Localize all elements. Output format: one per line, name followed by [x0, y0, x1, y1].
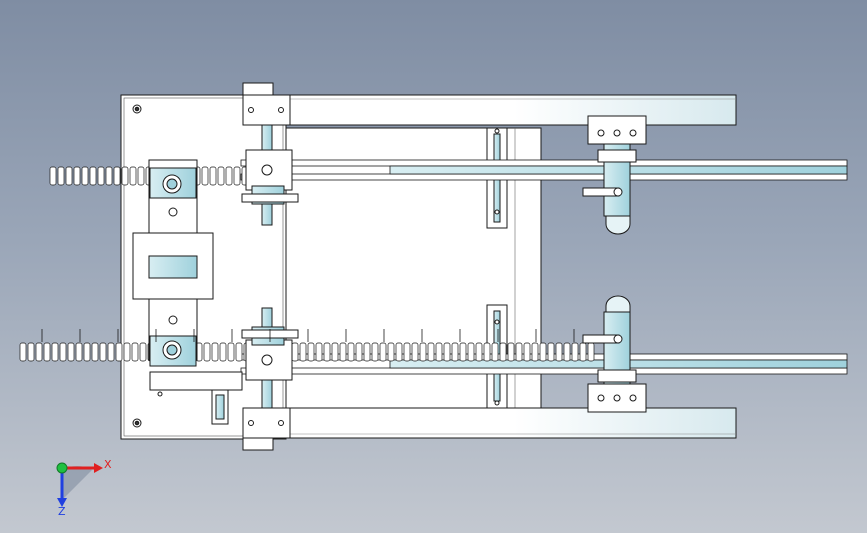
chain-link: [475, 342, 483, 362]
chain-link: [107, 342, 115, 362]
chain-link: [115, 342, 123, 362]
y-axis-origin-icon: [56, 462, 68, 474]
clamp-block-bottom[interactable]: [582, 295, 647, 413]
chain-link: [587, 342, 595, 362]
scale-ticks: [41, 329, 575, 342]
chain-link: [201, 166, 209, 186]
chain-link: [507, 342, 515, 362]
chain-link: [315, 342, 323, 362]
chain-link: [121, 166, 129, 186]
chain-link: [363, 342, 371, 362]
rail-end-block-bottom[interactable]: [242, 407, 291, 451]
chain-link: [83, 342, 91, 362]
chain-link: [323, 342, 331, 362]
chain-link: [227, 342, 235, 362]
chain-link: [73, 166, 81, 186]
motor-slide-assembly[interactable]: [132, 159, 214, 367]
chain-link: [99, 342, 107, 362]
chain-link: [35, 342, 43, 362]
chain-link: [443, 342, 451, 362]
chain-link: [371, 342, 379, 362]
chain-link: [209, 166, 217, 186]
chain-link: [395, 342, 403, 362]
chain-link: [491, 342, 499, 362]
chain-link: [347, 342, 355, 362]
chain-link: [89, 166, 97, 186]
chain-link: [137, 166, 145, 186]
chain-link: [523, 342, 531, 362]
chain-link: [217, 166, 225, 186]
chain-link: [59, 342, 67, 362]
chain-link: [483, 342, 491, 362]
chain-link: [27, 342, 35, 362]
chain-link: [387, 342, 395, 362]
chain-link: [499, 342, 507, 362]
chain-link: [571, 342, 579, 362]
shaft-left-top[interactable]: [241, 124, 299, 226]
chain-link: [235, 342, 243, 362]
chain-link: [131, 342, 139, 362]
chain-link: [219, 342, 227, 362]
chain-link: [459, 342, 467, 362]
chain-link: [379, 342, 387, 362]
triad-shadow: [62, 465, 92, 500]
chain-link: [299, 342, 307, 362]
chain-link: [331, 342, 339, 362]
axis-triad: X Z: [56, 458, 112, 518]
chain-link: [91, 342, 99, 362]
chain-link: [563, 342, 571, 362]
chain-link: [105, 166, 113, 186]
chain-link: [233, 166, 241, 186]
chain-link: [451, 342, 459, 362]
chain-link: [139, 342, 147, 362]
chain-link: [123, 342, 131, 362]
chain-link: [113, 166, 121, 186]
chain-link: [291, 342, 299, 362]
chain-link: [547, 342, 555, 362]
chain-link: [339, 342, 347, 362]
chain-link: [129, 166, 137, 186]
chain-link: [65, 166, 73, 186]
chain-link: [75, 342, 83, 362]
chain-link: [203, 342, 211, 362]
chain-link: [81, 166, 89, 186]
chain-link: [515, 342, 523, 362]
chain-link: [211, 342, 219, 362]
chain-link: [531, 342, 539, 362]
chain-link: [355, 342, 363, 362]
chain-link: [427, 342, 435, 362]
chain-link: [19, 342, 27, 362]
chain-link: [403, 342, 411, 362]
z-axis-arrowhead-icon: [57, 498, 67, 507]
top-rail[interactable]: [242, 94, 737, 126]
sensor-block[interactable]: [149, 371, 243, 425]
chain-link: [49, 166, 57, 186]
chain-link: [225, 166, 233, 186]
z-axis-label: Z: [58, 505, 66, 518]
chain-link: [67, 342, 75, 362]
x-axis-label: X: [104, 458, 112, 471]
rail-end-block-top[interactable]: [242, 82, 291, 126]
clamp-block-top[interactable]: [582, 115, 647, 235]
chain-link: [307, 342, 315, 362]
chain-link: [43, 342, 51, 362]
chain-link: [411, 342, 419, 362]
bottom-rail[interactable]: [242, 407, 737, 439]
chain-link: [539, 342, 547, 362]
chain-link: [467, 342, 475, 362]
chain-link: [97, 166, 105, 186]
chain-link: [57, 166, 65, 186]
chain-link: [435, 342, 443, 362]
chain-link: [51, 342, 59, 362]
chain-link: [419, 342, 427, 362]
chain-link: [579, 342, 587, 362]
chain-link: [555, 342, 563, 362]
x-axis-arrowhead-icon: [94, 463, 103, 473]
